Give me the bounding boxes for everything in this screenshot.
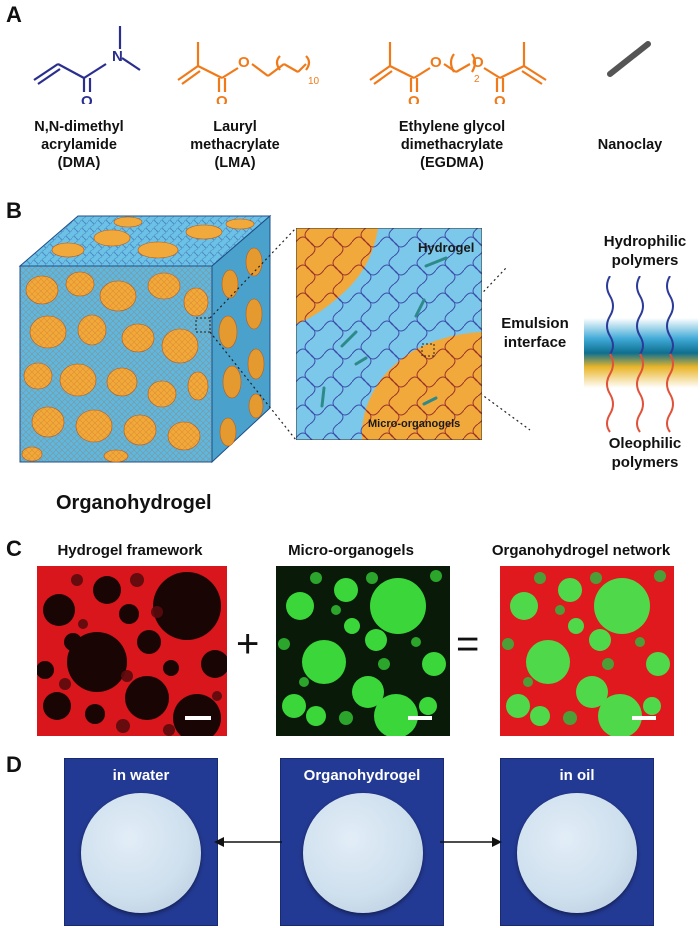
- panel-b-label: B: [6, 198, 22, 223]
- plus-sign: +: [236, 622, 260, 666]
- egdma-subscript: 2: [474, 74, 480, 85]
- egdma-structure: O O O O 2: [369, 42, 547, 104]
- panel-d-label: D: [6, 752, 22, 777]
- organohydrogel-cube-label: Organohydrogel: [56, 492, 212, 514]
- lma-o-atom-2: O: [216, 93, 228, 104]
- hydrophilic-label: Hydrophilic polymers: [603, 233, 687, 269]
- in-water-plate: in water: [64, 758, 218, 926]
- zoom-network-view: [296, 228, 482, 440]
- emulsion-interface-label: Emulsion interface: [501, 315, 569, 351]
- equals-sign: =: [456, 622, 480, 666]
- micro-organogels-title: Micro-organogels: [288, 542, 414, 559]
- left-arrow: [214, 837, 282, 847]
- lma-o-atom-1: O: [238, 54, 250, 71]
- polymer-interface-diagram: [584, 276, 698, 433]
- dma-o-atom: O: [81, 93, 93, 104]
- hydrogel-framework-title: Hydrogel framework: [57, 542, 203, 559]
- in-water-disc: [81, 793, 201, 913]
- lma-caption: Lauryl methacrylate (LMA): [190, 119, 280, 171]
- zoom-hydrogel-label: Hydrogel: [418, 240, 475, 255]
- organohydrogel-network-image: [500, 566, 674, 736]
- organohydrogel-disc: [303, 793, 423, 913]
- in-water-label: in water: [112, 767, 170, 784]
- zoom-organogel-label: Micro-organogels: [368, 418, 461, 430]
- panel-a-label: A: [6, 2, 22, 27]
- egdma-o-atom-1: O: [430, 54, 442, 71]
- organohydrogel-cube: [18, 214, 272, 464]
- organohydrogel-plate: Organohydrogel: [280, 758, 444, 926]
- dma-structure: N O: [33, 26, 141, 104]
- hydrogel-framework-image: [37, 566, 227, 736]
- in-oil-plate: in oil: [500, 758, 654, 926]
- organohydrogel-network-title: Organohydrogel network: [491, 542, 671, 559]
- nanoclay-caption: Nanoclay: [597, 137, 663, 153]
- panel-c-label: C: [6, 536, 22, 561]
- dma-caption: N,N-dimethyl acrylamide (DMA): [34, 119, 124, 171]
- organohydrogel-plate-label: Organohydrogel: [303, 767, 421, 784]
- lma-structure: O O 10: [177, 42, 320, 104]
- micro-organogels-image: [276, 566, 450, 736]
- dma-n-atom: N: [112, 48, 123, 65]
- egdma-o-atom-2: O: [408, 93, 420, 104]
- lma-subscript: 10: [308, 76, 320, 87]
- egdma-caption: Ethylene glycol dimethacrylate (EGDMA): [398, 119, 506, 171]
- egdma-o-atom-3: O: [472, 54, 484, 71]
- egdma-o-atom-4: O: [494, 93, 506, 104]
- in-oil-disc: [517, 793, 637, 913]
- in-oil-label: in oil: [559, 767, 595, 784]
- nanoclay-icon: [607, 41, 651, 77]
- right-arrow: [440, 837, 502, 847]
- oleophilic-label: Oleophilic polymers: [608, 435, 682, 471]
